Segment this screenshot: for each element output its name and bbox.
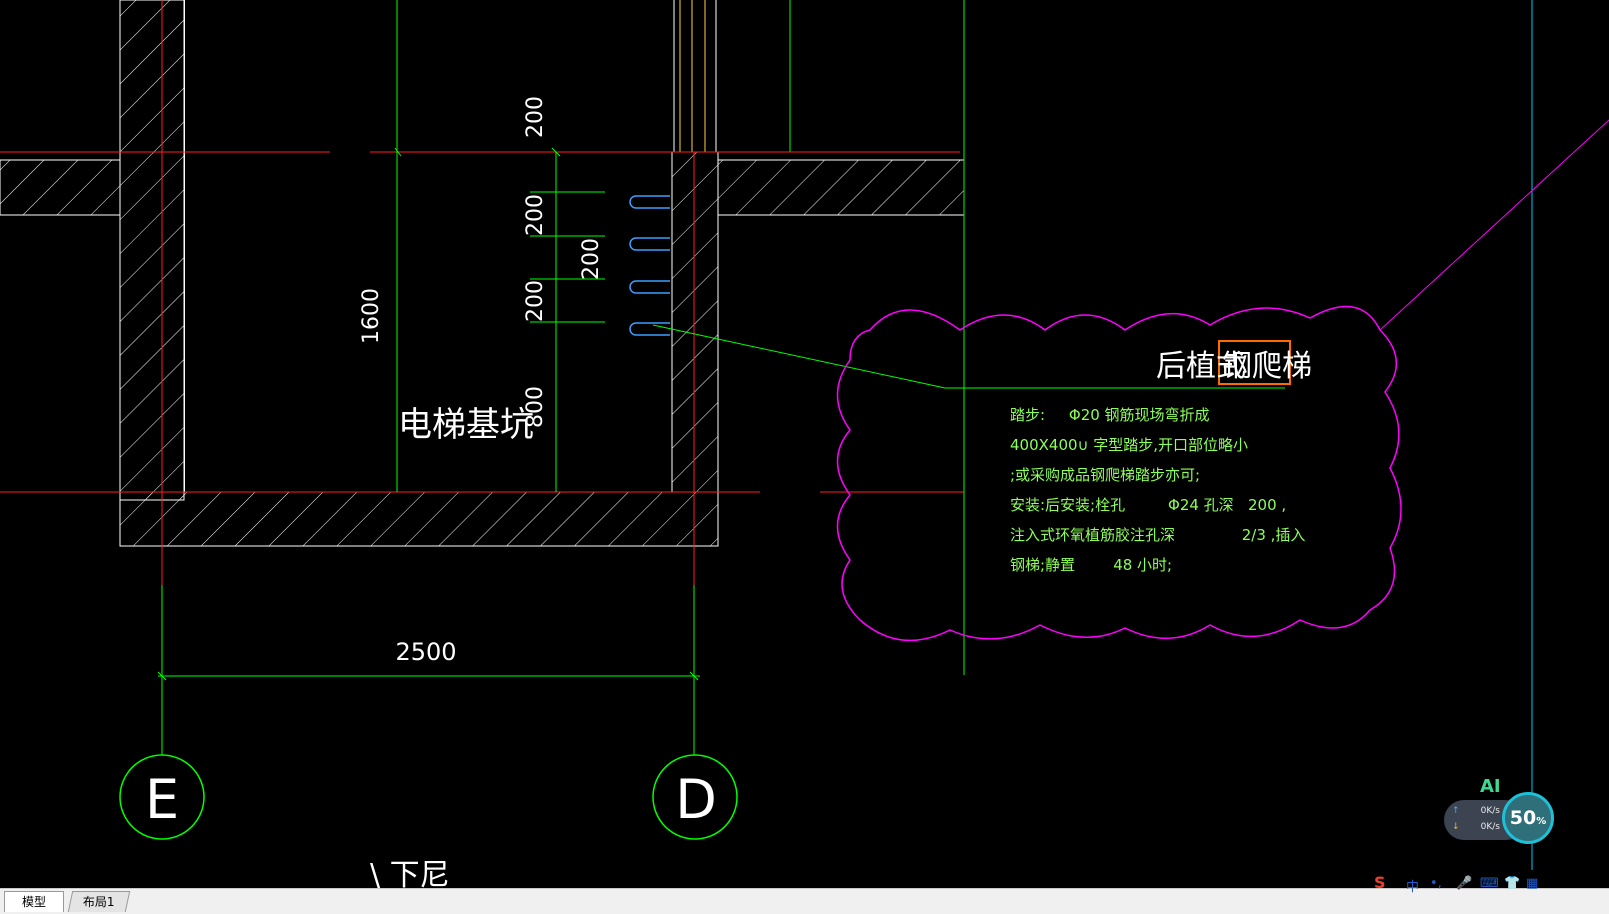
dim-height-1600: 1600 [359,288,384,344]
dim-width-2500: 2500 [395,638,456,666]
wall-hatch [0,0,965,547]
partial-bottom-text: \ 下尼 [370,858,450,893]
usage-gauge[interactable]: 50% [1502,792,1554,844]
dim-800: 800 [523,386,548,428]
dim-step-200-c: 200 [523,280,548,322]
download-row: ↓ 0K/s [1452,822,1500,832]
grid-axis-E-label: E [145,768,179,831]
tab-model[interactable]: 模型 [4,891,64,912]
arrow-down-icon: ↓ [1452,822,1460,832]
dimension-lines [157,0,1285,755]
dim-top-200: 200 [523,96,548,138]
grid-axis-D-label: D [675,768,717,831]
axis-lines [0,0,964,585]
highlight-box [1218,340,1291,385]
toolbox-icon[interactable]: ▦ [1526,876,1539,891]
callout-title-plain: 后植式 [1156,349,1246,384]
sogou-ime-icon[interactable]: S [1374,873,1386,892]
upload-speed: 0K/s [1480,806,1500,816]
usage-percent-unit: % [1536,816,1547,827]
grid-axis-E: E [119,754,205,840]
download-speed: 0K/s [1480,822,1500,832]
ladder-steps [629,195,670,336]
note-line: 安装:后安装;栓孔 Φ24 孔深 200 , [1010,496,1286,514]
shaft-lines [673,0,791,152]
network-speed-widget[interactable]: AI ↑ 0K/s ↓ 0K/s 50% [1444,776,1564,846]
tab-layout1-label: 布局1 [83,895,115,909]
dim-step-200-b: 200 [579,238,604,280]
skin-icon[interactable]: 👕 [1504,876,1521,891]
note-line: 钢梯;静置 48 小时; [1010,556,1172,574]
ime-mode-toggle[interactable]: 中 [1406,880,1420,895]
dim-step-200-a: 200 [523,194,548,236]
leader-line-magenta [1379,119,1609,331]
upload-row: ↑ 0K/s [1452,806,1500,816]
note-line: 400X400∪ 字型踏步,开口部位略小 [1010,436,1248,454]
tab-layout1[interactable]: 布局1 [67,891,131,912]
pit-label: 电梯基坑 [398,405,534,445]
ime-toolbar: S 中 •, 🎤 ⌨ 👕 ▦ [1370,873,1609,895]
grid-axis-D: D [652,754,738,840]
note-line: 注入式环氧植筋胶注孔深 2/3 ,插入 [1010,526,1305,544]
keyboard-icon[interactable]: ⌨ [1480,876,1499,891]
punctuation-icon[interactable]: •, [1430,876,1442,891]
ai-label: AI [1480,776,1501,797]
callout-notes: 踏步: Φ20 钢筋现场弯折成 400X400∪ 字型踏步,开口部位略小 ;或采… [1010,406,1305,574]
note-line: 踏步: Φ20 钢筋现场弯折成 [1010,406,1210,424]
callout-title-highlight: 钢爬梯 [1222,349,1312,384]
arrow-up-icon: ↑ [1452,806,1460,816]
usage-percent: 50 [1509,807,1537,829]
revision-cloud [836,305,1402,642]
note-line: ;或采购成品钢爬梯踏步亦可; [1010,466,1200,484]
microphone-icon[interactable]: 🎤 [1456,876,1473,891]
layout-tab-bar: 模型 布局1 [0,888,1609,914]
